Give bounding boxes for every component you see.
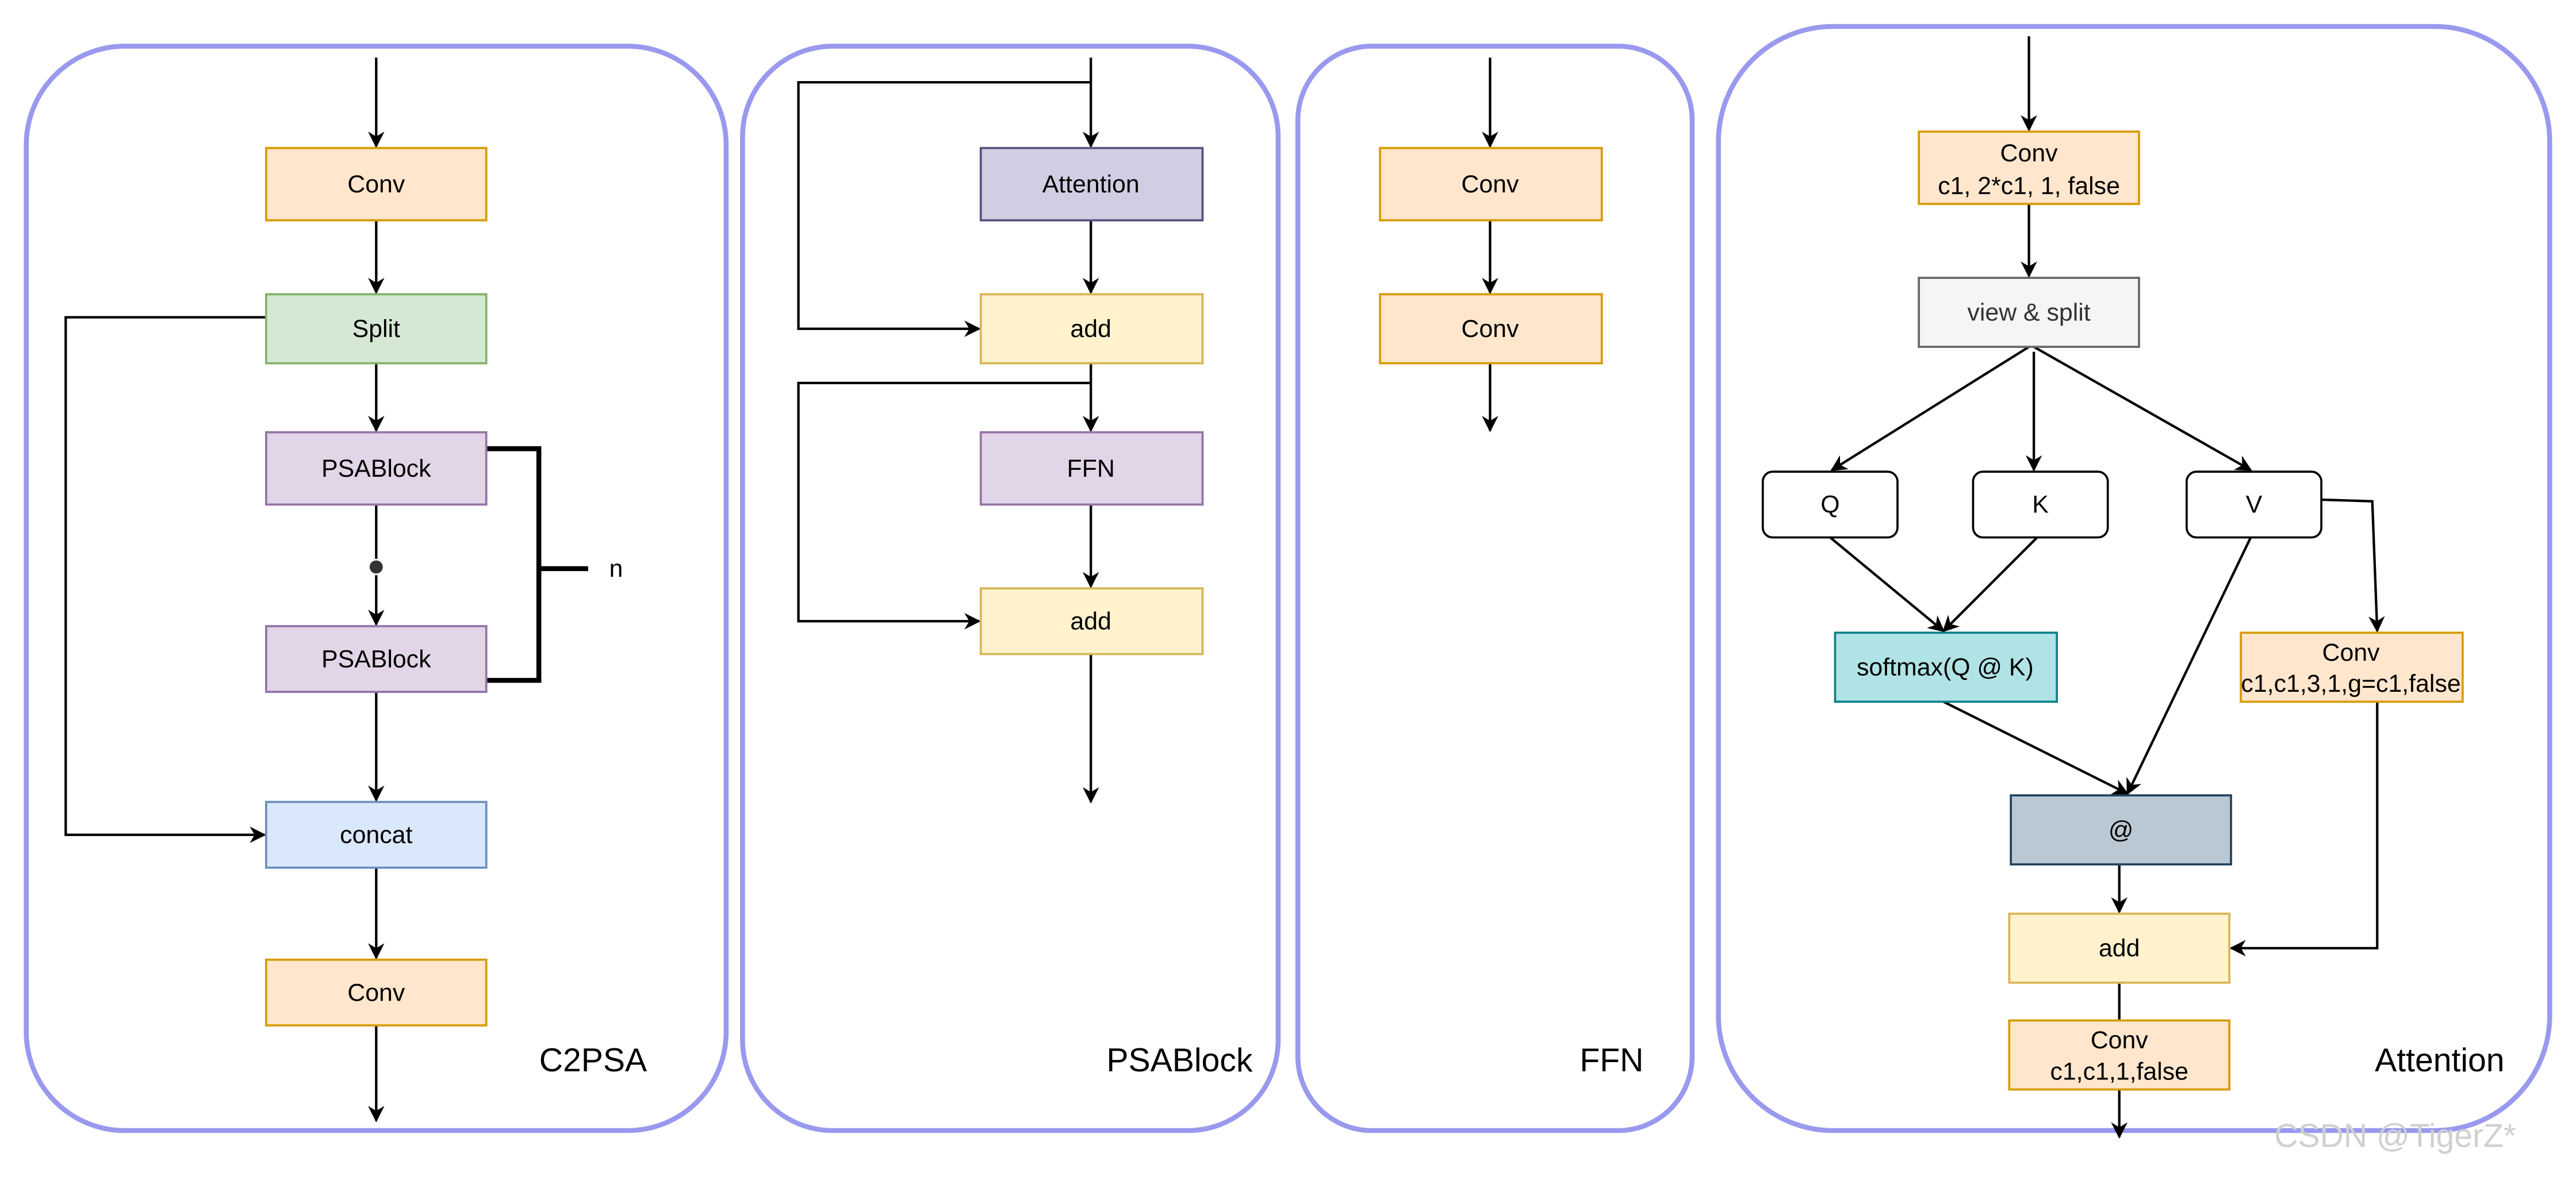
add-node: add [979, 587, 1204, 656]
k-node: K [1972, 470, 2109, 539]
svg-text:Q: Q [1820, 491, 1839, 519]
svg-text:concat: concat [340, 821, 412, 849]
c2psa-panel: n Conv Split PSABlock PSABlock concat Co… [24, 44, 729, 1133]
svg-text:c1, 2*c1, 1, false: c1, 2*c1, 1, false [1938, 172, 2120, 200]
svg-text:add: add [1070, 315, 1111, 343]
svg-text:Attention: Attention [1042, 171, 1140, 198]
svg-text:add: add [2099, 934, 2140, 962]
svg-text:c1,c1,1,false: c1,c1,1,false [2050, 1058, 2188, 1085]
conv-qkv-node: Conv c1, 2*c1, 1, false [1918, 131, 2140, 205]
svg-text:Conv: Conv [1461, 315, 1519, 343]
svg-text:PSABlock: PSABlock [321, 455, 431, 482]
watermark: CSDN @TigerZ* [2274, 1118, 2516, 1155]
svg-text:Conv: Conv [2091, 1026, 2149, 1054]
svg-text:FFN: FFN [1067, 455, 1114, 482]
svg-text:add: add [1070, 608, 1111, 635]
split-node: Split [265, 293, 488, 365]
conv-node: Conv [265, 959, 488, 1027]
conv-node: Conv [1379, 293, 1603, 365]
q-node: Q [1761, 470, 1899, 539]
svg-text:Split: Split [352, 315, 400, 343]
concat-node: concat [265, 800, 488, 869]
psablock-panel: Attention add FFN add PSABlock [740, 44, 1281, 1133]
svg-text:softmax(Q @ K): softmax(Q @ K) [1857, 654, 2034, 681]
view-split-node: view & split [1918, 277, 2140, 348]
svg-text:PSABlock: PSABlock [321, 645, 431, 673]
svg-text:@: @ [2109, 816, 2134, 844]
ffn-panel: Conv Conv FFN [1295, 44, 1695, 1133]
svg-text:Conv: Conv [347, 171, 405, 198]
svg-text:view & split: view & split [1967, 298, 2090, 326]
panel-title: Attention [2375, 1042, 2505, 1079]
ffn-node: FFN [979, 431, 1204, 506]
panel-title: C2PSA [539, 1042, 647, 1079]
conv-node: Conv [265, 147, 488, 222]
svg-text:Conv: Conv [347, 979, 405, 1006]
svg-text:K: K [2032, 491, 2049, 519]
add-node: add [2008, 913, 2230, 984]
svg-text:Conv: Conv [1461, 171, 1519, 198]
panel-title: FFN [1580, 1042, 1643, 1079]
psablock-node: PSABlock [265, 625, 488, 694]
psablock-node: PSABlock [265, 431, 488, 506]
svg-text:V: V [2246, 491, 2263, 519]
matmul-node: @ [2010, 794, 2232, 866]
svg-text:Conv: Conv [2000, 139, 2058, 167]
v-node: V [2186, 470, 2322, 539]
repeat-label: n [610, 555, 623, 583]
add-node: add [979, 293, 1204, 365]
repeat-bracket [486, 446, 588, 683]
attention-node: Attention [979, 147, 1204, 222]
conv-node: Conv [1379, 147, 1603, 222]
svg-text:Conv: Conv [2322, 639, 2380, 666]
conv-pe-node: Conv c1,c1,3,1,g=c1,false [2240, 631, 2464, 703]
softmax-node: softmax(Q @ K) [1834, 631, 2058, 703]
panel-title: PSABlock [1106, 1042, 1252, 1079]
svg-text:c1,c1,3,1,g=c1,false: c1,c1,3,1,g=c1,false [2241, 670, 2460, 698]
conv-proj-node: Conv c1,c1,1,false [2008, 1019, 2230, 1091]
